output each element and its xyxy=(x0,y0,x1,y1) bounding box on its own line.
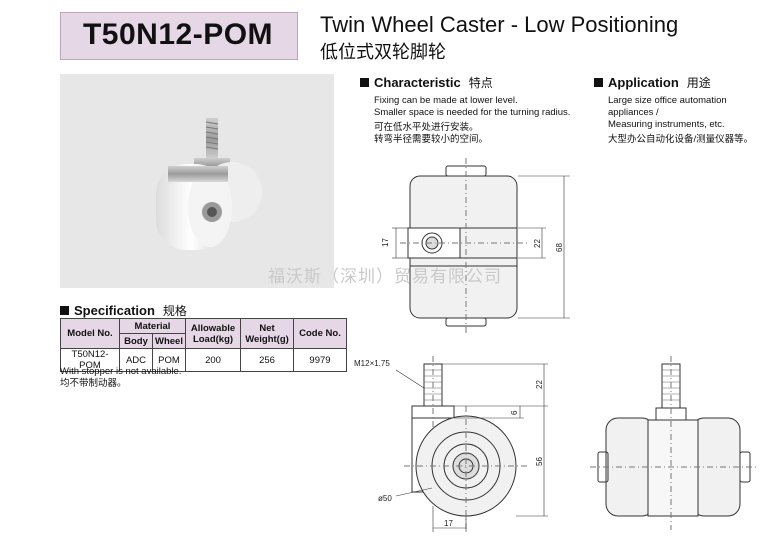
dim-top-22: 22 xyxy=(533,239,542,248)
cell-code-no: 9979 xyxy=(293,348,347,372)
product-photo xyxy=(60,74,334,288)
cell-allowable-load: 200 xyxy=(185,348,241,372)
dim-bottom-17: 17 xyxy=(444,519,453,528)
dim-side-6: 6 xyxy=(510,410,519,415)
model-code-box xyxy=(60,12,298,60)
cell-net-weight: 256 xyxy=(240,348,294,372)
side-view-drawing xyxy=(395,356,548,532)
th-material: Material xyxy=(119,318,186,334)
dim-diameter: ø50 xyxy=(378,494,392,503)
front-view-drawing xyxy=(590,356,758,530)
th-allowable-load: Allowable Load(kg) xyxy=(185,318,241,349)
bullet-square-icon xyxy=(60,306,69,315)
dim-side-56: 56 xyxy=(535,457,544,466)
bullet-square-icon xyxy=(360,78,369,87)
top-view-drawing xyxy=(392,158,570,334)
dim-side-22: 22 xyxy=(535,380,544,389)
th-body: Body xyxy=(119,333,153,349)
bullet-square-icon xyxy=(594,78,603,87)
dim-top-17: 17 xyxy=(381,238,390,247)
characteristic-text: Fixing can be made at lower level. Small… xyxy=(374,95,571,145)
cell-wheel: POM xyxy=(152,348,186,372)
watermark: 福沃斯（深圳）贸易有限公司 xyxy=(268,267,502,287)
cell-model-no: T50N12-POM xyxy=(60,348,120,372)
model-code: T50N12-POM xyxy=(82,18,274,51)
application-text: Large size office automation appliances … xyxy=(608,95,754,145)
th-code-no: Code No. xyxy=(293,318,347,349)
table-row: T50N12-POM ADC POM 200 256 9979 xyxy=(60,348,347,372)
spec-notes: With stopper is not available. 均不带制动器。 xyxy=(60,366,182,389)
dim-top-68: 68 xyxy=(555,243,564,252)
caster-photo-illustration xyxy=(156,118,262,250)
dim-thread: M12×1.75 xyxy=(354,359,390,368)
th-model-no: Model No. xyxy=(60,318,120,349)
product-title-en: Twin Wheel Caster - Low Positioning xyxy=(320,12,679,37)
spec-table: Model No. Material Allowable Load(kg) Ne… xyxy=(60,318,347,372)
product-title-zh: 低位式双轮脚轮 xyxy=(320,42,446,62)
